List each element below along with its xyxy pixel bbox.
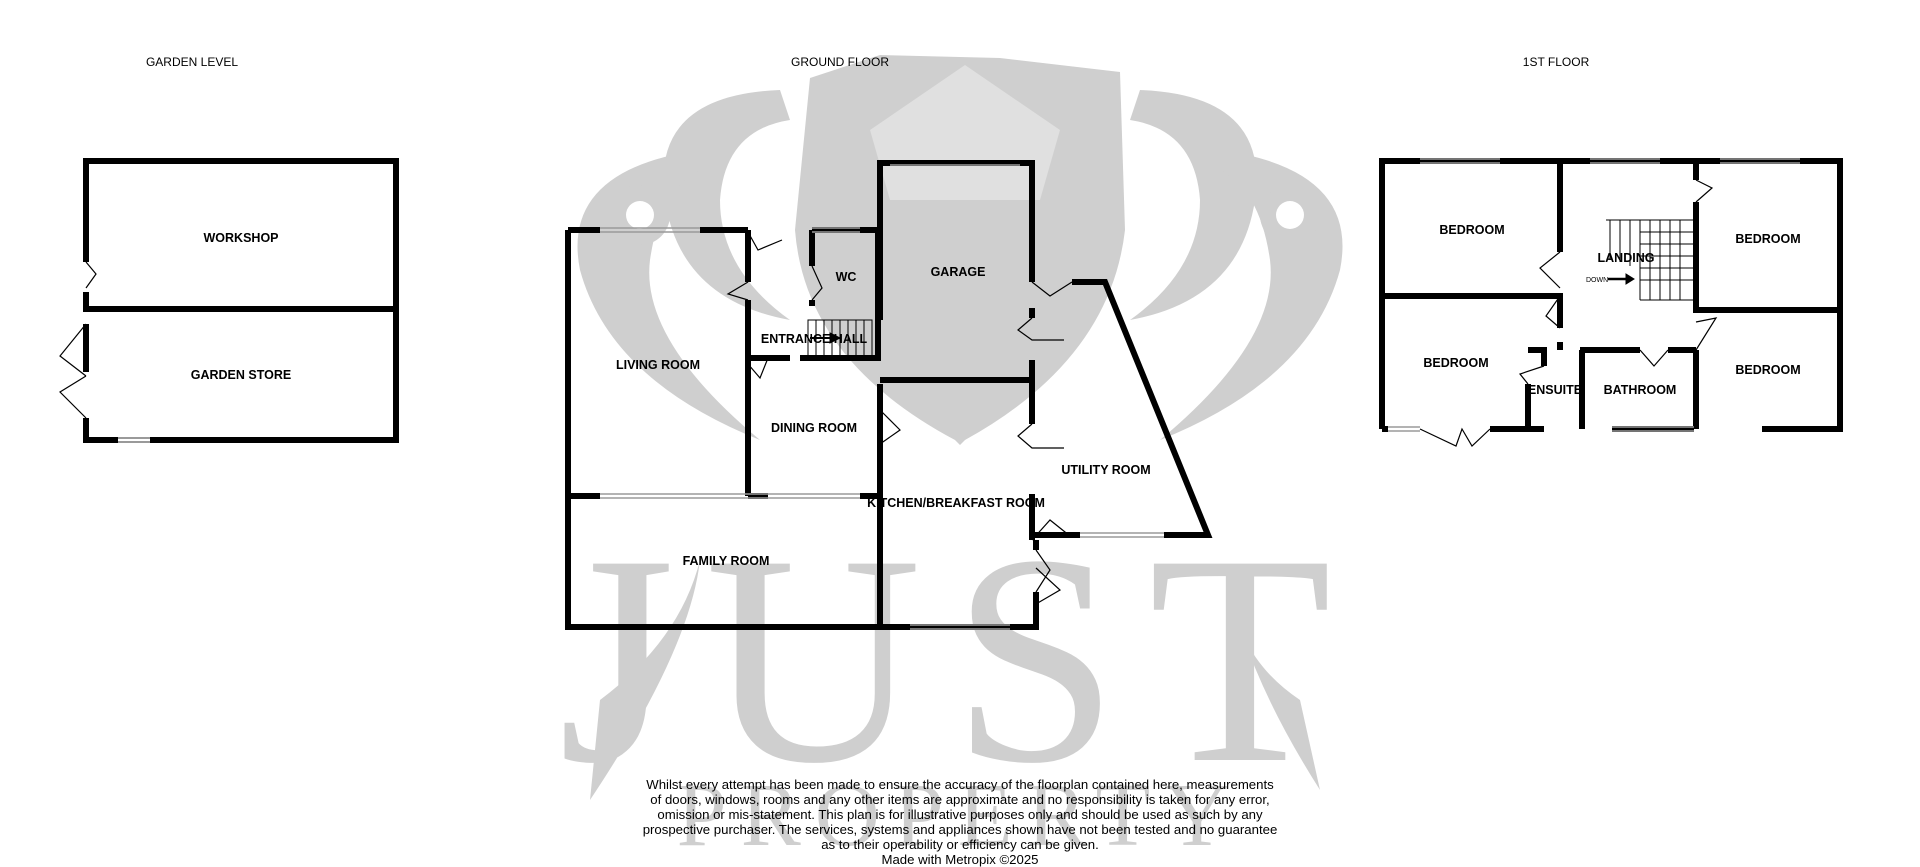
ground-windows bbox=[600, 164, 1164, 630]
room-wc: WC bbox=[836, 270, 857, 284]
room-utility-room: UTILITY ROOM bbox=[1061, 463, 1150, 477]
ground-floor-title: GROUND FLOOR bbox=[791, 55, 889, 69]
room-entrance-hall: ENTRANCE HALL bbox=[761, 332, 868, 346]
room-garden-store: GARDEN STORE bbox=[191, 368, 291, 382]
room-kitchen-breakfast: KITCHEN/BREAKFAST ROOM bbox=[867, 496, 1045, 510]
room-living-room: LIVING ROOM bbox=[616, 358, 700, 372]
first-floor-windows bbox=[1388, 158, 1800, 432]
room-bathroom: BATHROOM bbox=[1604, 383, 1677, 397]
room-dining-room: DINING ROOM bbox=[771, 421, 857, 435]
room-landing: LANDING bbox=[1598, 251, 1655, 265]
first-floor-title: 1ST FLOOR bbox=[1523, 55, 1590, 69]
watermark-text-property: PROPERTY bbox=[677, 766, 1244, 863]
ground-openings bbox=[726, 231, 1073, 605]
disclaimer-line: prospective purchaser. The services, sys… bbox=[642, 822, 1278, 837]
watermark-text-just: JUST bbox=[558, 493, 1362, 825]
ground-floor-plan bbox=[565, 160, 1213, 630]
room-bedroom-4: BEDROOM bbox=[1735, 363, 1800, 377]
disclaimer-line: Whilst every attempt has been made to en… bbox=[646, 777, 1274, 792]
ground-stairs bbox=[807, 319, 873, 359]
first-floor-stairs bbox=[1606, 219, 1697, 301]
room-bedroom-3: BEDROOM bbox=[1423, 356, 1488, 370]
disclaimer-line: of doors, windows, rooms and any other i… bbox=[650, 792, 1270, 807]
room-workshop: WORKSHOP bbox=[204, 231, 279, 245]
room-family-room: FAMILY ROOM bbox=[683, 554, 770, 568]
disclaimer-line: as to their operability or efficiency ca… bbox=[821, 837, 1099, 852]
metropix-credit: Made with Metropix ©2025 bbox=[881, 852, 1039, 867]
room-bedroom-1: BEDROOM bbox=[1439, 223, 1504, 237]
stairs-down-label: DOWN bbox=[1586, 277, 1608, 284]
garden-level-title: GARDEN LEVEL bbox=[146, 55, 238, 69]
first-floor-doors bbox=[1419, 179, 1718, 447]
room-bedroom-2: BEDROOM bbox=[1735, 232, 1800, 246]
disclaimer: Whilst every attempt has been made to en… bbox=[600, 777, 1320, 867]
disclaimer-line: omission or mis-statement. This plan is … bbox=[657, 807, 1263, 822]
room-garage: GARAGE bbox=[931, 265, 986, 279]
garden-level-plan bbox=[59, 158, 399, 443]
room-ensuite: ENSUITE bbox=[1528, 383, 1582, 397]
